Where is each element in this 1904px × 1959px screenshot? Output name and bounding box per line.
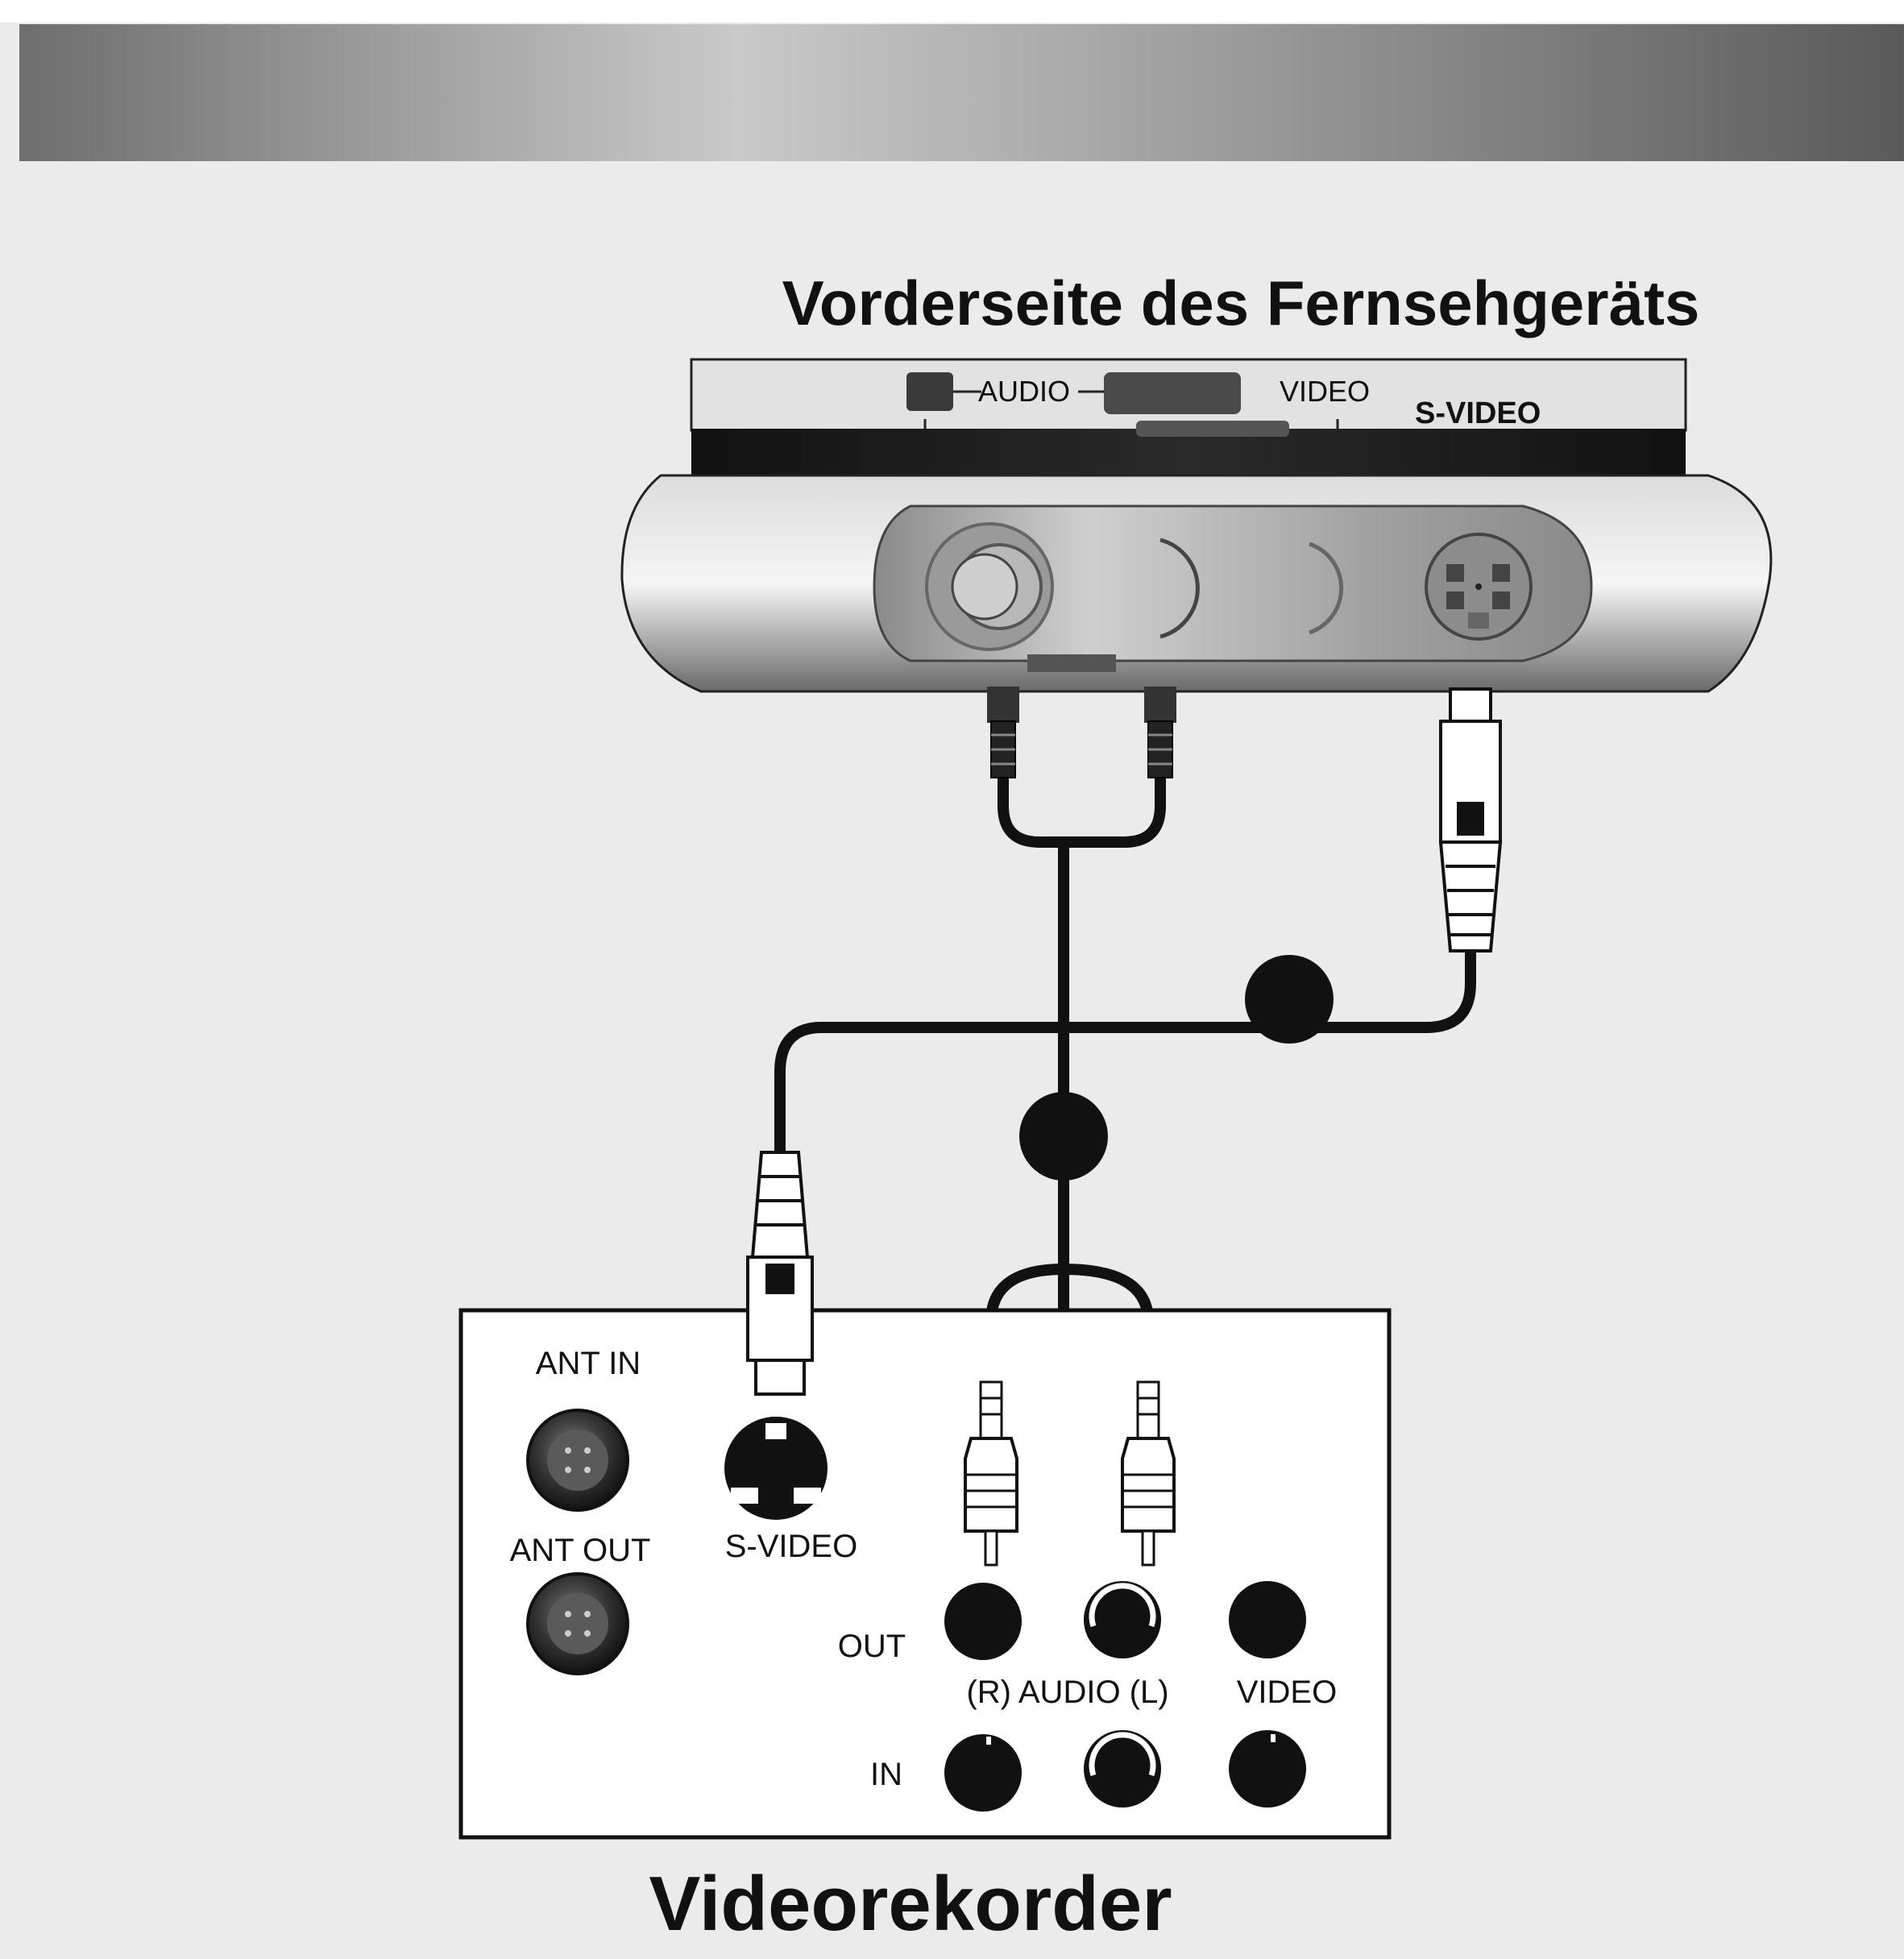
vcr-title: Videorekorder: [649, 1861, 1172, 1947]
tv-svideo-plug: [1438, 687, 1503, 953]
tv-svideo-label: S-VIDEO: [1415, 396, 1541, 430]
tv-video-label: VIDEO: [1280, 375, 1370, 408]
audio-cable-r: [998, 695, 1069, 1376]
out-label: OUT: [838, 1629, 906, 1664]
tv-jack-recess: [873, 504, 1593, 662]
tv-front-panel: AUDIO VIDEO S-VIDEO: [620, 358, 1773, 693]
tv-audio-label: AUDIO: [978, 375, 1070, 408]
header-band: [19, 24, 1904, 161]
audio-cable-ferrite: [1019, 1092, 1108, 1181]
tv-audio-l-jack: [1159, 537, 1200, 639]
audio-out-l-jack: [1084, 1581, 1161, 1658]
in-label: IN: [870, 1757, 902, 1792]
video-out-jack: [1229, 1581, 1306, 1658]
ant-out-label: ANT OUT: [510, 1533, 651, 1568]
vcr-audio-plug-l: [1121, 1380, 1176, 1567]
vcr-svideo-label: S-VIDEO: [725, 1529, 857, 1564]
tv-audio-plug-l: [1144, 687, 1176, 778]
audio-out-r-jack: [944, 1583, 1022, 1660]
ant-in-jack: [526, 1409, 629, 1512]
tv-svideo-jack: [1425, 533, 1533, 641]
ant-out-jack: [526, 1572, 629, 1675]
audio-in-r-jack: [944, 1734, 1022, 1812]
svideo-cable-ferrite: [1245, 955, 1334, 1044]
vcr-video-label: VIDEO: [1237, 1675, 1337, 1710]
vcr-svideo-plug: [746, 1151, 814, 1396]
audio-r-indicator: [906, 372, 953, 411]
vcr-svideo-jack: [724, 1417, 828, 1520]
tv-audio-r-jack: [925, 522, 1054, 651]
video-in-jack: [1229, 1730, 1306, 1808]
tv-audio-plug-r: [987, 687, 1019, 778]
audio-l-indicator: [1104, 372, 1241, 414]
audio-rl-label: (R) AUDIO (L): [966, 1675, 1168, 1710]
audio-cable-l: [1058, 695, 1166, 848]
vcr-audio-plug-r: [964, 1380, 1018, 1567]
tv-video-jack: [1309, 542, 1344, 635]
audio-in-l-jack: [1084, 1730, 1161, 1808]
tv-front-title: Vorderseite des Fernsehgeräts: [782, 268, 1700, 338]
svideo-cable: [774, 945, 1476, 1166]
ant-in-label: ANT IN: [536, 1346, 641, 1381]
